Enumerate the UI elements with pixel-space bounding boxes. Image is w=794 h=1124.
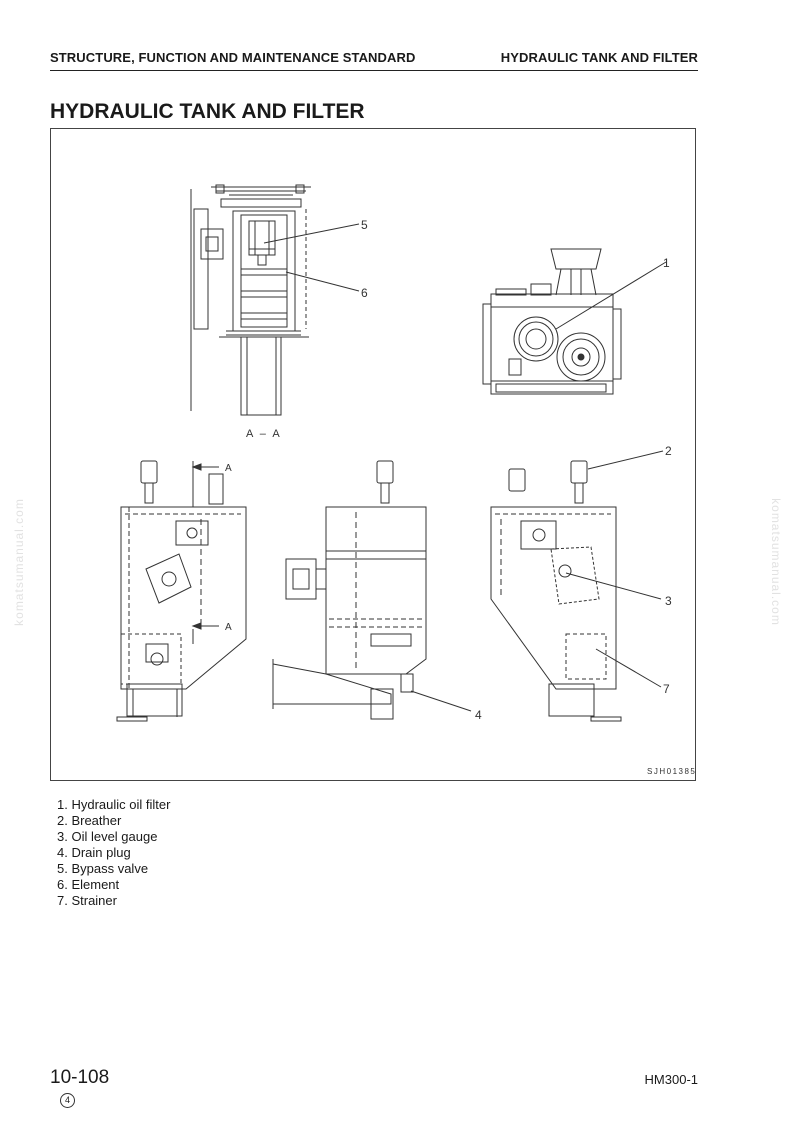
section-a-a-view [190,184,311,416]
rear-view [490,460,622,722]
watermark-left: komatsumanual.com [11,498,26,626]
header-section-title: STRUCTURE, FUNCTION AND MAINTENANCE STAN… [50,50,416,65]
callout-7: 7 [663,682,670,696]
legend-item: 5. Bypass valve [57,861,149,876]
section-cut-marks [191,461,219,644]
figure-frame: A A A – A 1 2 3 4 5 6 7 SJH01385 [50,128,696,781]
section-mark-top: A [225,463,232,474]
hydraulic-tank-drawing: A A A – A 1 2 3 4 5 6 7 SJH01385 [116,184,696,776]
drawing-code: SJH01385 [647,767,696,776]
leader-lines [263,223,667,712]
legend-item: 7. Strainer [57,893,117,908]
page-title: HYDRAULIC TANK AND FILTER [50,100,365,123]
legend-item: 4. Drain plug [57,845,131,860]
front-view [116,460,247,722]
callout-1: 1 [663,256,670,270]
section-label: A – A [246,428,282,440]
legend-item: 2. Breather [57,813,122,828]
model-code: HM300-1 [644,1072,698,1087]
parts-legend: 1. Hydraulic oil filter 2. Breather 3. O… [57,797,170,909]
callout-2: 2 [665,444,672,458]
callout-3: 3 [665,594,672,608]
header-rule [50,70,698,71]
legend-item: 3. Oil level gauge [57,829,158,844]
page-number: 10-108 [50,1067,110,1088]
watermark-right: komatsumanual.com [768,498,783,626]
plan-view [482,248,622,395]
callout-5: 5 [361,218,368,232]
callout-6: 6 [361,286,368,300]
legend-item: 6. Element [57,877,120,892]
legend-item: 1. Hydraulic oil filter [57,797,171,812]
callout-4: 4 [475,708,482,722]
side-view [272,460,427,720]
section-mark-bottom: A [225,622,232,633]
header-topic: HYDRAULIC TANK AND FILTER [500,50,698,65]
revision-badge: 4 [60,1093,75,1108]
